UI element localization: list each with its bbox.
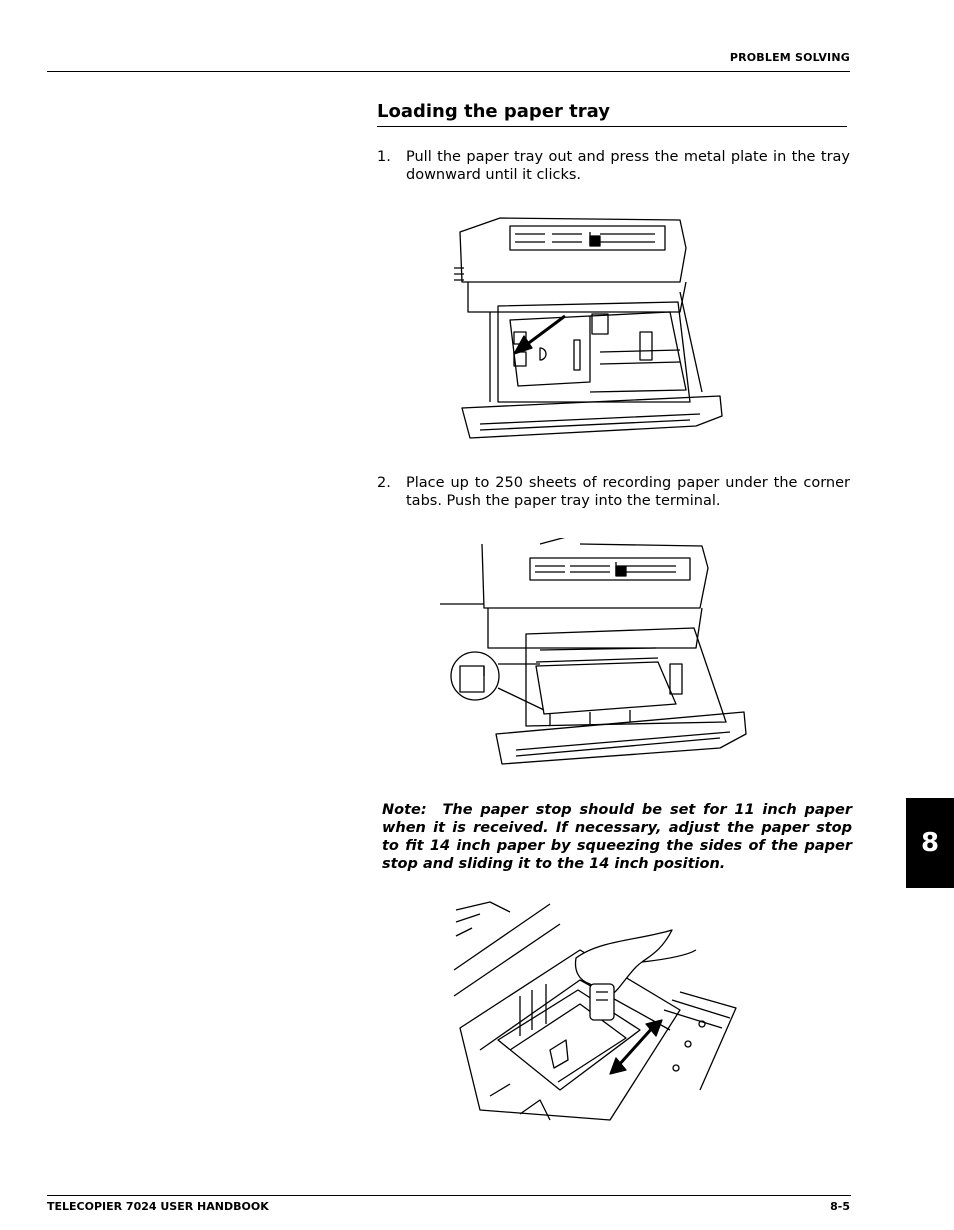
step-text: Pull the paper tray out and press the me… [406,149,850,183]
illustration-paper-loaded [440,538,747,765]
note: Note: The paper stop should be set for 1… [382,801,852,873]
step-number: 1. [377,149,391,165]
step-number: 2. [377,475,391,491]
footer-rule [47,1195,851,1196]
note-text: The paper stop should be set for 11 inch… [382,802,852,872]
running-header: PROBLEM SOLVING [729,51,850,64]
title-rule [377,126,847,127]
step-2: 2. Place up to 250 sheets of recording p… [377,474,850,510]
step-text: Place up to 250 sheets of recording pape… [406,475,850,509]
chapter-number: 8 [920,828,940,858]
page-number: 8-5 [830,1200,850,1213]
illustration-tray-pulled-out [454,217,723,439]
chapter-tab: 8 [906,798,954,888]
illustration-paper-stop-adjust [453,901,737,1121]
section-title: Loading the paper tray [377,101,610,122]
note-label: Note: [382,802,427,818]
header-rule [47,71,850,72]
step-1: 1. Pull the paper tray out and press the… [377,148,850,184]
footer-title: TELECOPIER 7024 USER HANDBOOK [47,1200,269,1213]
